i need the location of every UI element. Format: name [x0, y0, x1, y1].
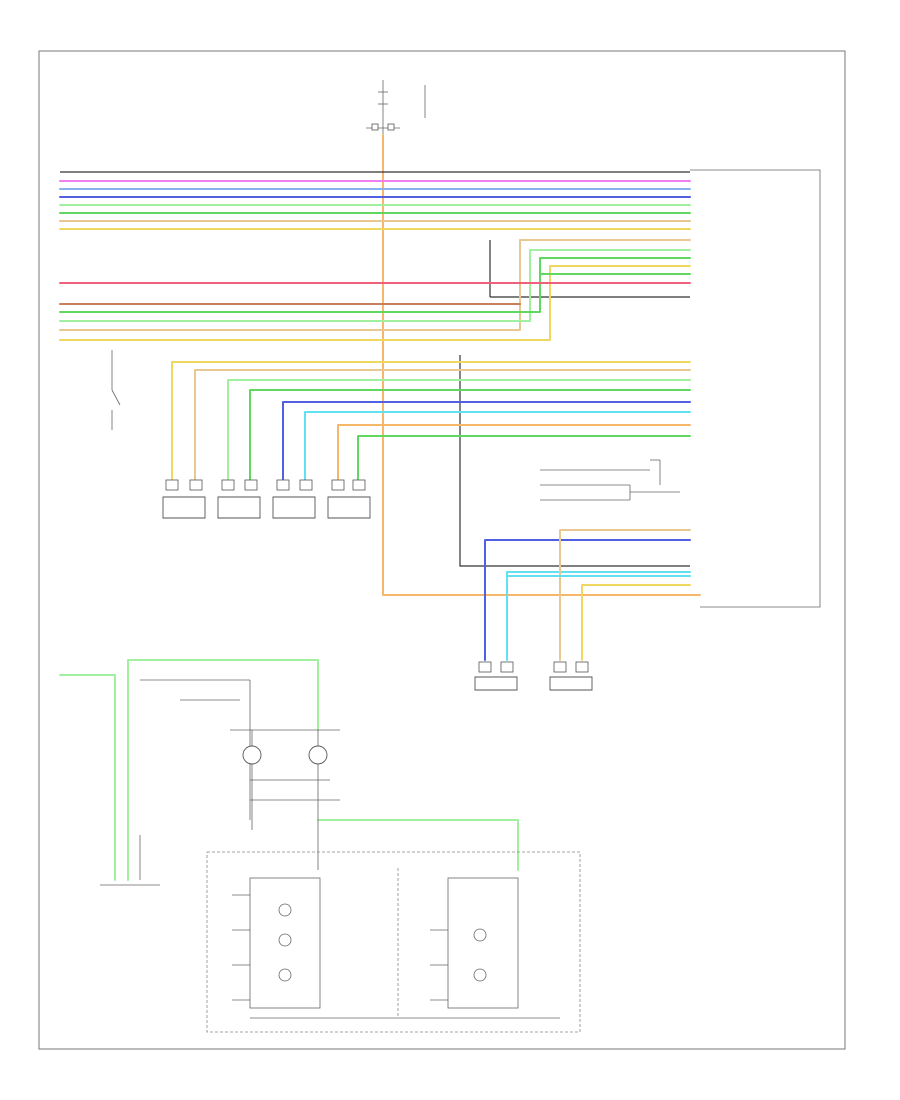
fuse-block-top — [366, 80, 426, 135]
wire-orange-main — [382, 134, 701, 596]
harness-middle-drops — [59, 239, 691, 341]
front-speakers — [162, 479, 371, 519]
switch-module-right — [430, 877, 519, 1009]
rear-speakers — [474, 661, 593, 691]
switch-left — [111, 350, 121, 430]
speaker-harness — [171, 361, 691, 481]
rear-speaker-harness — [484, 529, 691, 661]
amplifier-frame — [690, 169, 821, 608]
speaker-4 — [327, 496, 371, 519]
speaker-2 — [217, 496, 261, 519]
wire-black-ground — [459, 355, 690, 567]
speaker-1 — [162, 496, 206, 519]
steering-wheel-controls-box — [206, 851, 581, 1033]
speaker-5 — [474, 676, 518, 691]
relay-block-right — [540, 459, 680, 501]
harness-top — [59, 171, 691, 230]
speaker-6 — [549, 676, 593, 691]
speaker-3 — [272, 496, 316, 519]
outer-frame — [38, 50, 846, 1050]
switch-module-left — [232, 877, 560, 1019]
bottom-harness — [59, 659, 519, 886]
clockspring-connectors — [242, 730, 328, 870]
